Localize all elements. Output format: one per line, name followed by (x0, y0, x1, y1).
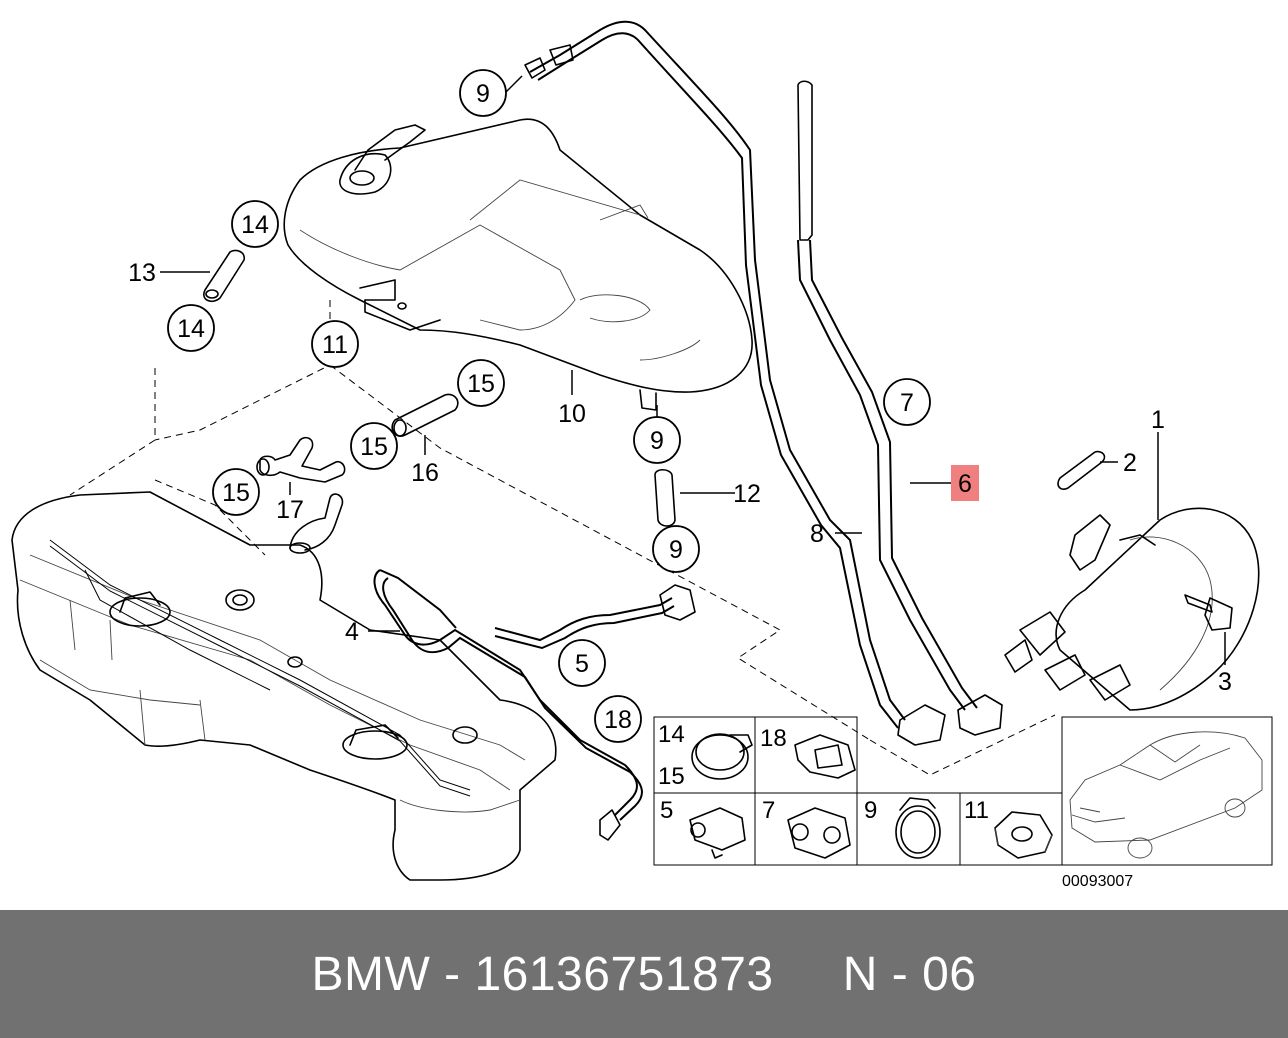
part-number-footer: BMW - 16136751873 N - 06 (0, 910, 1288, 1038)
label-part-10: 10 (558, 400, 586, 428)
label-part-14-bottom: 14 (177, 315, 205, 343)
fuel-tank-upper (283, 118, 753, 411)
label-part-3: 3 (1218, 668, 1232, 696)
label-part-9-bottom: 9 (669, 536, 683, 564)
small-hoses (203, 249, 676, 527)
label-part-8: 8 (810, 520, 824, 548)
label-part-12: 12 (733, 480, 761, 508)
label-part-5: 5 (575, 650, 589, 678)
hoses-and-lines (373, 20, 978, 841)
label-part-14-top: 14 (241, 211, 269, 239)
callout-bubbles (167, 69, 979, 743)
label-part-15-left: 15 (222, 479, 250, 507)
inset-label-15: 15 (658, 763, 685, 790)
clip-inset-grid: 14 15 18 5 7 9 11 (653, 716, 1273, 890)
parts-diagram: 9 14 13 14 11 15 10 15 16 15 17 9 12 9 7… (11, 20, 1273, 890)
inset-label-11: 11 (964, 797, 989, 824)
label-part-16: 16 (411, 459, 439, 487)
label-part-6: 6 (958, 470, 972, 498)
label-part-13: 13 (128, 259, 156, 287)
inset-label-9: 9 (864, 797, 877, 824)
label-part-17: 17 (276, 496, 304, 524)
label-part-4: 4 (345, 618, 359, 646)
part-number-text: BMW - 16136751873 N - 06 (311, 947, 977, 1001)
inset-label-7: 7 (762, 797, 775, 824)
label-part-9-middle: 9 (650, 427, 664, 455)
fuel-tank-lower (11, 491, 557, 881)
exploded-view-drawing: 9 14 13 14 11 15 10 15 16 15 17 9 12 9 7… (11, 20, 1273, 890)
highlight-box (951, 465, 979, 501)
assembly-outlines (69, 300, 1056, 776)
label-part-1: 1 (1151, 406, 1165, 434)
label-part-2: 2 (1123, 449, 1137, 477)
inset-label-18: 18 (760, 725, 787, 752)
part-labels: 9 14 13 14 11 15 10 15 16 15 17 9 12 9 7… (128, 80, 1232, 734)
label-part-7: 7 (900, 389, 914, 417)
label-part-9-top: 9 (476, 80, 490, 108)
label-part-18: 18 (604, 706, 632, 734)
diagram-reference-code: 00093007 (1062, 873, 1133, 890)
label-part-11: 11 (322, 331, 348, 359)
inset-label-5: 5 (660, 797, 673, 824)
label-part-15-middle: 15 (360, 433, 388, 461)
inset-label-14: 14 (658, 721, 685, 748)
label-part-15-right: 15 (467, 370, 495, 398)
